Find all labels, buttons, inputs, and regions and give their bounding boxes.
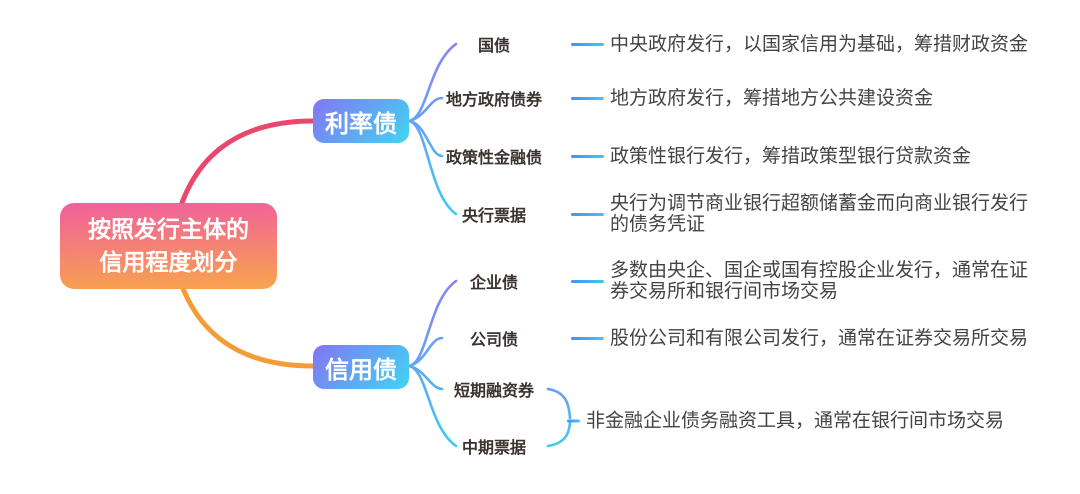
connector-dash xyxy=(571,42,604,46)
leaf-desc-central-bank-bill[interactable]: 央行为调节商业银行超额储蓄金而向商业银行发行的债务凭证 xyxy=(610,193,1029,235)
connector-dash xyxy=(571,154,604,158)
leaf-label-enterprise[interactable]: 企业债 xyxy=(469,275,518,292)
leaf-row-mid-term: 中期票据 xyxy=(439,434,549,458)
link-credit-to-corporate xyxy=(407,336,444,368)
leaf-row-corporate: 公司债 股份公司和有限公司发行，通常在证券交易所交易 xyxy=(439,326,1028,350)
branch-rate-label: 利率债 xyxy=(325,110,397,138)
root-topic-line1: 按照发行主体的 xyxy=(88,216,249,242)
root-topic-line2: 信用程度划分 xyxy=(99,249,238,275)
connector-dash xyxy=(571,96,604,100)
connector-dash xyxy=(571,336,604,340)
leaf-row-treasury: 国债 中央政府发行，以国家信用为基础，筹措财政资金 xyxy=(439,32,1028,56)
shared-desc-row: 非金融企业债务融资工具，通常在银行间市场交易 xyxy=(567,411,1004,432)
leaf-label-corporate[interactable]: 公司债 xyxy=(469,332,518,349)
connector-dash xyxy=(571,279,604,283)
leaf-label-treasury[interactable]: 国债 xyxy=(477,38,510,55)
leaf-label-local-gov[interactable]: 地方政府债券 xyxy=(445,92,542,109)
leaf-desc-corporate[interactable]: 股份公司和有限公司发行，通常在证券交易所交易 xyxy=(610,327,1029,349)
leaf-label-central-bank-bill[interactable]: 央行票据 xyxy=(461,208,526,225)
branch-node-rate-bond[interactable]: 利率债 xyxy=(313,99,409,143)
leaf-row-local-gov: 地方政府债券 地方政府发行，筹措地方公共建设资金 xyxy=(439,86,933,110)
leaf-desc-enterprise[interactable]: 多数由央企、国企或国有控股企业发行，通常在证券交易所和银行间市场交易 xyxy=(610,260,1029,302)
leaf-row-enterprise: 企业债 多数由央企、国企或国有控股企业发行，通常在证券交易所和银行间市场交易 xyxy=(439,260,1042,302)
brace-mid-term-lower xyxy=(546,421,572,448)
brace-short-term-upper xyxy=(546,387,572,420)
leaf-label-policy-bank[interactable]: 政策性金融债 xyxy=(445,150,542,167)
shared-desc-notes[interactable]: 非金融企业债务融资工具，通常在银行间市场交易 xyxy=(586,410,1005,432)
connector-dash xyxy=(567,419,580,423)
branch-node-credit-bond[interactable]: 信用债 xyxy=(313,345,409,389)
leaf-row-central-bank-bill: 央行票据 央行为调节商业银行超额储蓄金而向商业银行发行的债务凭证 xyxy=(439,193,1042,235)
leaf-row-policy-bank: 政策性金融债 政策性银行发行，筹措政策型银行贷款资金 xyxy=(439,144,971,168)
branch-credit-label: 信用债 xyxy=(325,356,397,384)
leaf-label-short-term[interactable]: 短期融资券 xyxy=(453,383,534,400)
leaf-row-short-term: 短期融资券 xyxy=(439,377,549,401)
connector-dash xyxy=(571,212,604,216)
link-rate-to-central-bank-bill xyxy=(407,119,458,216)
leaf-desc-policy-bank[interactable]: 政策性银行发行，筹措政策型银行贷款资金 xyxy=(610,145,972,167)
root-topic-node[interactable]: 按照发行主体的 信用程度划分 xyxy=(60,203,277,289)
leaf-desc-local-gov[interactable]: 地方政府发行，筹措地方公共建设资金 xyxy=(610,87,934,109)
leaf-desc-treasury[interactable]: 中央政府发行，以国家信用为基础，筹措财政资金 xyxy=(610,33,1029,55)
link-rate-to-local-gov xyxy=(407,96,444,123)
link-credit-to-mid-term xyxy=(407,364,458,448)
leaf-label-mid-term[interactable]: 中期票据 xyxy=(461,440,526,457)
